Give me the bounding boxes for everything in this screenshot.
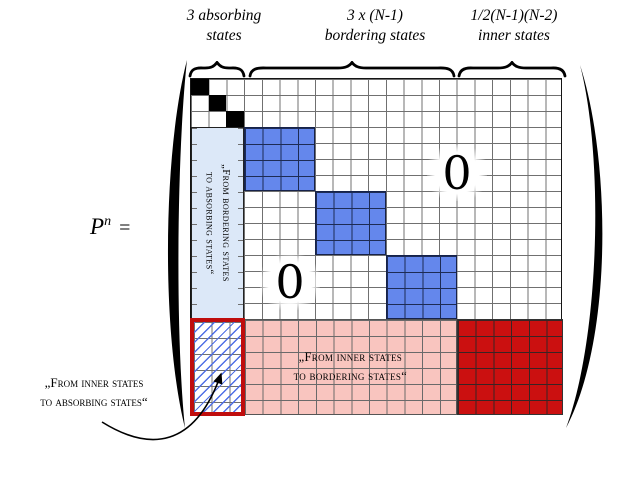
right-parenthesis-icon bbox=[562, 57, 618, 440]
brace-bordering-icon bbox=[248, 61, 456, 78]
label-line: 1/2(N-1)(N-2) bbox=[470, 7, 558, 24]
formula-pn: Pn = bbox=[90, 214, 130, 240]
label-line: bordering states bbox=[324, 27, 426, 44]
absorbing-cell-2 bbox=[208, 95, 227, 111]
annotation-inner-to-absorbing: „From inner states to absorbing states“ bbox=[8, 373, 180, 411]
label-line: 3 x (N-1) bbox=[347, 7, 403, 24]
block-inner-to-bordering: „From inner states to bordering states“ bbox=[244, 319, 457, 415]
label-bordering-states: 3 x (N-1) bordering states bbox=[275, 6, 475, 46]
annotation-line: to absorbing states“ bbox=[40, 394, 148, 409]
bordering-diagonal-block-2 bbox=[315, 191, 386, 255]
bordering-diagonal-block-1 bbox=[244, 127, 315, 191]
left-parenthesis-icon bbox=[160, 52, 192, 441]
equals-sign: = bbox=[119, 217, 131, 239]
label-line: states bbox=[206, 27, 242, 44]
block-inner-states bbox=[456, 319, 563, 415]
block-bordering-to-absorbing: „From bordering states to absorbing stat… bbox=[191, 127, 245, 319]
text-line: to absorbing states“ bbox=[203, 171, 216, 275]
label-inner-states: 1/2(N-1)(N-2) inner states bbox=[424, 6, 604, 46]
label-absorbing-states: 3 absorbing states bbox=[154, 6, 294, 46]
brace-inner-icon bbox=[457, 61, 567, 78]
label-line: inner states bbox=[478, 27, 550, 44]
brace-absorbing-icon bbox=[188, 61, 246, 78]
formula-exponent: n bbox=[104, 214, 112, 229]
zero-block-upper: 0 bbox=[427, 145, 487, 201]
text-line: to bordering states“ bbox=[293, 369, 408, 383]
text-line: „From bordering states bbox=[219, 164, 232, 282]
annotation-line: „From inner states bbox=[44, 375, 144, 390]
bordering-to-absorbing-text: „From bordering states to absorbing stat… bbox=[201, 164, 233, 282]
bordering-diagonal-block-3 bbox=[385, 255, 457, 319]
text-line: „From inner states bbox=[298, 350, 403, 364]
matrix-grid: „From bordering states to absorbing stat… bbox=[190, 78, 563, 416]
absorbing-cell-3 bbox=[226, 111, 245, 127]
annotation-arrow bbox=[88, 358, 238, 463]
block-inner-to-absorbing-hatched bbox=[190, 318, 245, 416]
label-line: 3 absorbing bbox=[186, 7, 262, 24]
absorbing-cell-1 bbox=[191, 79, 209, 95]
zero-block-lower: 0 bbox=[260, 254, 320, 310]
formula-base: P bbox=[90, 214, 105, 239]
